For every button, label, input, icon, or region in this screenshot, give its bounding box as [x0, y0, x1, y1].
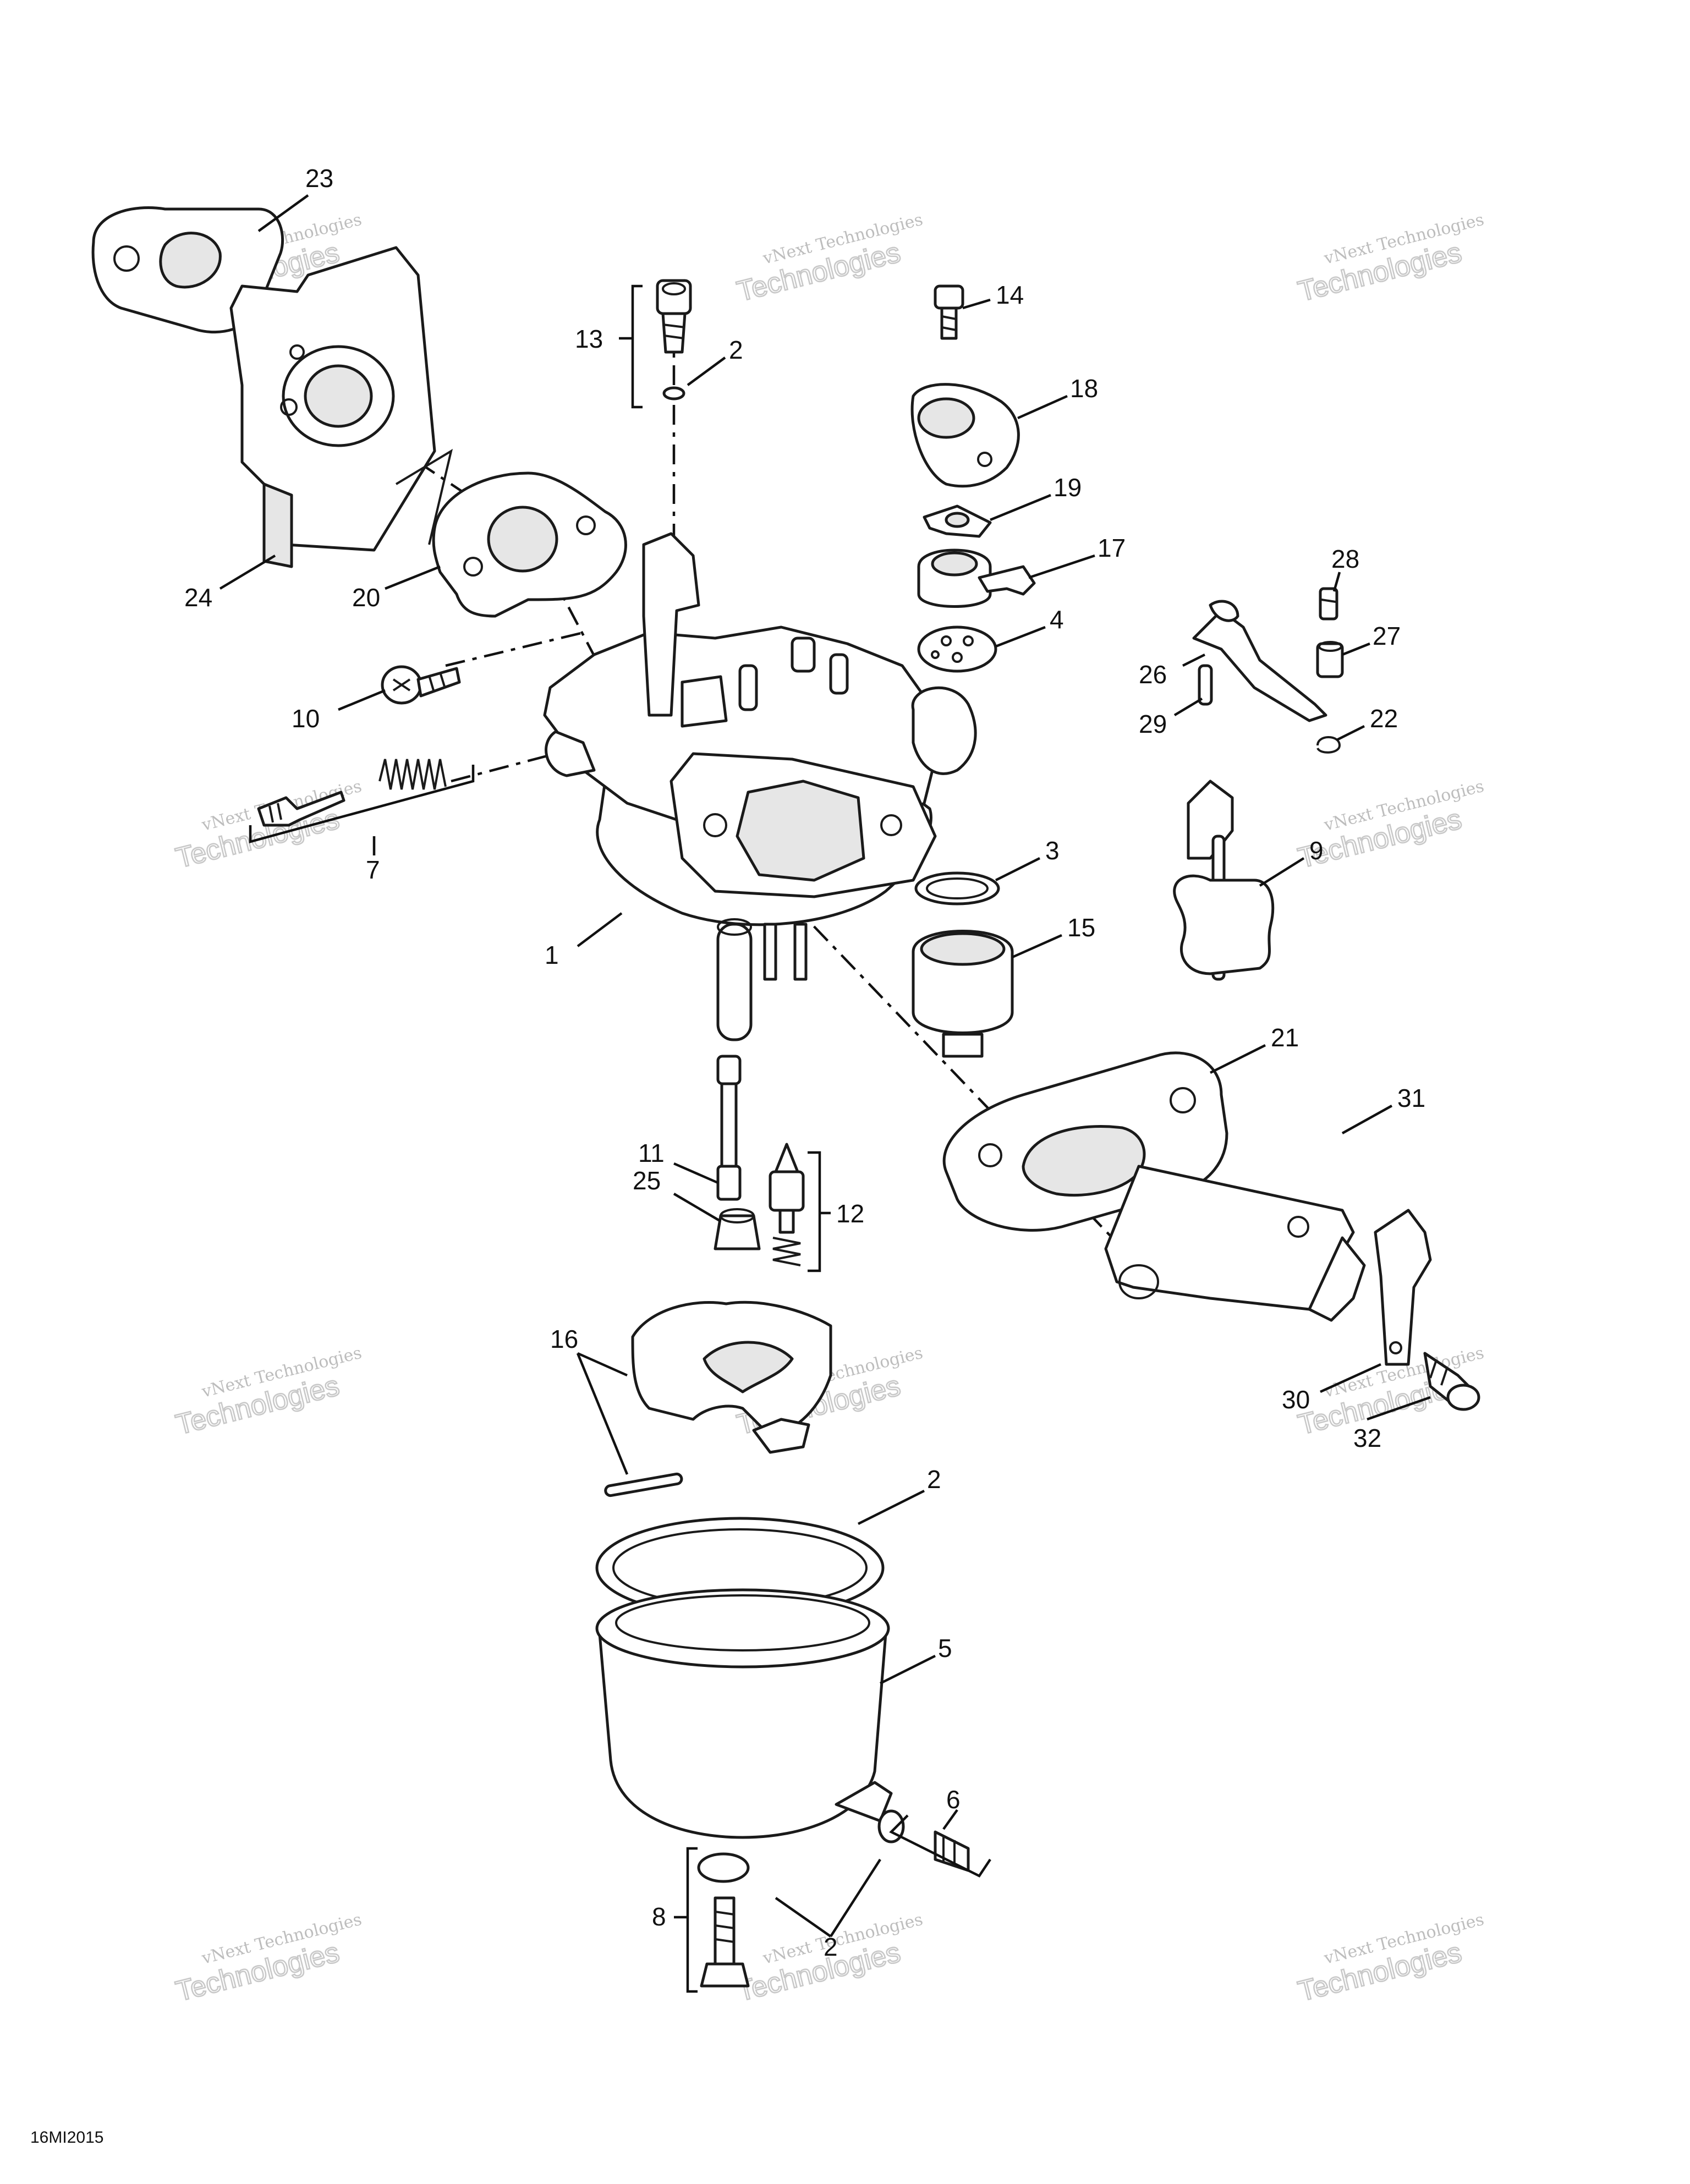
callout-2: 2: [824, 1933, 838, 1961]
part-28-screw: [1319, 587, 1338, 621]
part-2-oring-large: [595, 1517, 885, 1619]
callout-17: 17: [1098, 534, 1126, 562]
part-25-jet: [714, 1208, 761, 1250]
callout-7: 7: [366, 855, 380, 884]
part-9-float: [1173, 780, 1275, 981]
callout-31: 31: [1397, 1084, 1425, 1112]
part-5-float-bowl: [595, 1588, 893, 1839]
part-22-clip: [1316, 736, 1341, 754]
part-7-spring: [378, 759, 447, 790]
callout-11: 11: [638, 1139, 665, 1167]
callout-30: 30: [1282, 1385, 1310, 1414]
callout-23: 23: [305, 164, 333, 193]
part-1-carburetor-body: [543, 532, 977, 1041]
part-14-screw: [934, 284, 964, 340]
callout-16: 16: [550, 1325, 578, 1353]
callout-6: 6: [946, 1785, 961, 1814]
callout-1: 1: [545, 941, 559, 969]
part-4-plate: [917, 625, 997, 673]
callout-27: 27: [1373, 622, 1401, 650]
part-18-plate: [910, 383, 1020, 488]
callout-19: 19: [1053, 473, 1082, 502]
part-31-bracket: [1104, 1165, 1366, 1322]
callout-14: 14: [996, 281, 1024, 309]
callout-18: 18: [1070, 374, 1098, 403]
callout-3: 3: [1045, 836, 1060, 865]
part-11-jet: [716, 1055, 742, 1201]
callout-24: 24: [184, 583, 212, 612]
callout-12: 12: [836, 1199, 864, 1228]
callout-13: 13: [575, 325, 603, 353]
callout-22: 22: [1370, 704, 1398, 733]
diagram-code: 16MI2015: [30, 2128, 103, 2147]
callout-labels: 23 13 2 14 18 19 17 4 28 27 26 29 22 24 …: [184, 164, 1425, 1961]
part-29-pin: [1198, 664, 1213, 706]
part-17-choke-lever: [917, 548, 1036, 608]
leader-lines: [219, 194, 1431, 1993]
part-10-screw: [381, 665, 461, 705]
part-2-oring-small: [662, 386, 685, 400]
callout-5: 5: [938, 1634, 952, 1662]
part-27-swivel: [1316, 641, 1344, 678]
callout-2: 2: [927, 1465, 941, 1494]
callout-15: 15: [1067, 913, 1095, 942]
part-30-clip: [1374, 1209, 1432, 1366]
part-24-bracket: [229, 246, 453, 568]
watermark: vNext Technologies Technologies: [733, 210, 925, 309]
watermark: vNext Technologies Technologies: [1294, 1910, 1486, 2009]
watermark: vNext Technologies Technologies: [172, 1343, 364, 1442]
part-26-throttle-arm: [1192, 600, 1327, 722]
callout-21: 21: [1271, 1023, 1299, 1052]
callout-28: 28: [1331, 545, 1359, 573]
part-20-gasket: [432, 471, 627, 618]
watermark: vNext Technologies Technologies: [172, 1910, 364, 2009]
part-12-needle: [769, 1143, 805, 1266]
part-32-screw: [1423, 1352, 1480, 1411]
part-3-oring: [914, 871, 1000, 906]
callout-9: 9: [1309, 836, 1324, 865]
callout-25: 25: [633, 1166, 661, 1195]
callout-20: 20: [352, 583, 380, 612]
callout-4: 4: [1050, 605, 1064, 634]
part-8-bolt: [697, 1852, 750, 1988]
callout-29: 29: [1139, 710, 1167, 738]
part-15-cup: [912, 930, 1014, 1058]
callout-8: 8: [652, 1902, 666, 1931]
callout-26: 26: [1139, 660, 1167, 689]
part-16-gasket: [604, 1300, 832, 1497]
watermark: vNext Technologies Technologies: [1294, 210, 1486, 309]
part-19-gasket: [923, 504, 992, 538]
callout-32: 32: [1353, 1424, 1381, 1452]
callout-2: 2: [729, 336, 743, 364]
part-6-drain-screw: [877, 1809, 970, 1872]
callout-10: 10: [292, 704, 320, 733]
part-13-pilot-screw: [656, 279, 692, 354]
part-7-screw: [257, 791, 345, 827]
